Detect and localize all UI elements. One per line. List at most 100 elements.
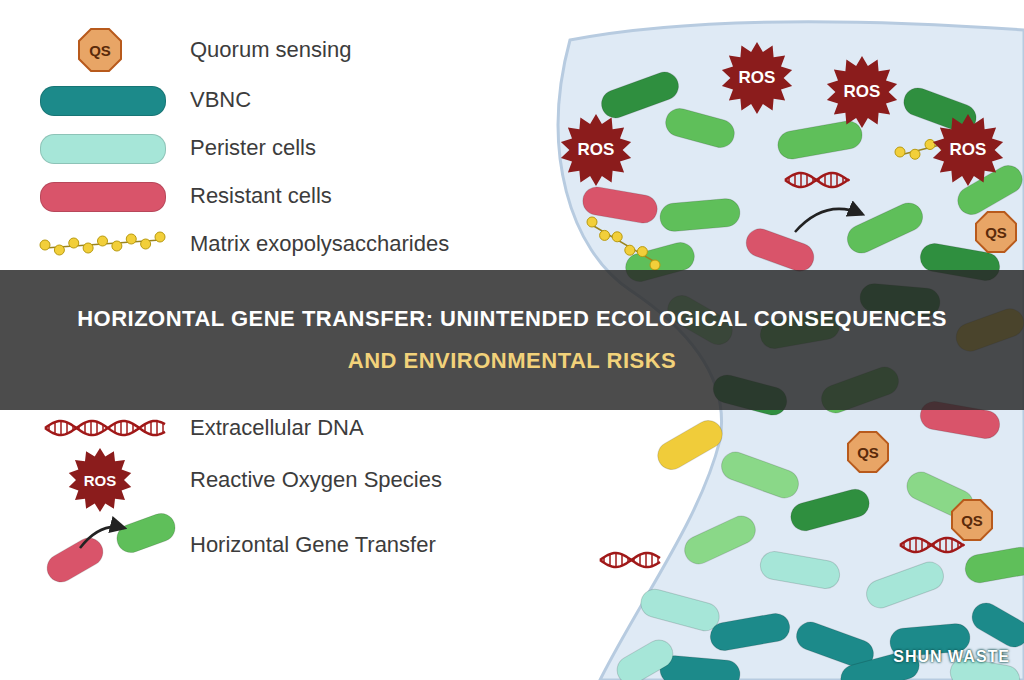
polysaccharide-bead <box>650 260 660 270</box>
dna-rung <box>96 422 98 434</box>
dna-rung <box>126 421 128 434</box>
qs-octagon: QS <box>951 499 993 541</box>
polysaccharide-bead <box>925 140 935 150</box>
polysaccharide-bead <box>612 232 622 242</box>
node-text: ROS <box>739 68 776 88</box>
octagon-shape <box>952 500 992 540</box>
dna-rung <box>836 174 838 186</box>
bacterial-cell <box>42 533 108 587</box>
bacterial-cell <box>967 598 1024 652</box>
ros-starburst: ROS <box>721 42 793 114</box>
bacterial-cell <box>612 635 678 680</box>
polysaccharide-bead <box>54 245 64 255</box>
dna-rung <box>66 422 68 433</box>
legend-transfer-arrow <box>80 527 124 548</box>
octagon-shape <box>976 212 1016 252</box>
legend-text: Extracellular DNA <box>190 415 364 441</box>
dna-rung <box>800 173 802 187</box>
bacterial-cell <box>718 448 803 502</box>
polysaccharide-bead <box>625 245 635 255</box>
dna-rung <box>909 539 911 551</box>
bacterial-cell <box>742 225 817 275</box>
octagon-shape <box>848 432 888 472</box>
legend-text: Horizontal Gene Transfer <box>190 532 436 558</box>
polysaccharide-bead <box>126 234 136 244</box>
polysaccharide-bead <box>637 247 647 257</box>
polysaccharide-bead <box>112 241 122 251</box>
dna-strand <box>45 421 165 435</box>
dna-rung <box>615 553 617 567</box>
bead-link <box>592 225 655 262</box>
legend-swatch <box>40 182 166 212</box>
title-banner: HORIZONTAL GENE TRANSFER: UNINTENDED ECO… <box>0 270 1024 410</box>
legend-qs-octagon <box>79 29 121 71</box>
dna-rung <box>951 539 953 551</box>
dna-rung <box>54 422 56 434</box>
legend-text: Perister cells <box>190 135 316 161</box>
dna-rung <box>609 554 611 566</box>
polysaccharide-bead <box>895 147 905 157</box>
qs-octagon: QS <box>975 211 1017 253</box>
dna-strand <box>45 421 165 435</box>
polysaccharide-bead <box>600 230 610 240</box>
starburst-shape <box>933 114 1003 186</box>
ros-starburst: ROS <box>826 56 898 128</box>
bacterial-cell <box>113 510 179 557</box>
dna-rung <box>156 421 158 435</box>
bacterial-cell <box>659 198 741 233</box>
legend-text: Matrix exopolysaccharides <box>190 231 449 257</box>
legend-swatch <box>40 134 166 164</box>
node-text: ROS <box>950 140 987 160</box>
starburst-shape <box>827 56 897 128</box>
ros-starburst: ROS <box>560 114 632 186</box>
bacterial-cell <box>663 105 738 150</box>
icon-label: ROS <box>84 472 117 489</box>
node-text: QS <box>857 444 879 461</box>
polysaccharide-bead <box>69 238 79 248</box>
legend-swatch <box>40 86 166 116</box>
polysaccharide-bead <box>587 217 597 227</box>
transfer-arrow <box>795 209 862 232</box>
bacterial-cell <box>843 198 927 257</box>
node-text: QS <box>961 512 983 529</box>
polysaccharide-bead <box>910 149 920 159</box>
dna-rung <box>60 421 62 435</box>
bacterial-cell <box>680 511 760 568</box>
bacterial-cell <box>788 486 873 534</box>
dna-rung <box>806 174 808 185</box>
dna-strand <box>785 173 849 187</box>
dna-strand <box>600 553 660 567</box>
bacterial-cell <box>776 119 865 161</box>
dna-strand <box>900 538 964 552</box>
dna-rung <box>150 422 152 435</box>
bacterial-cell <box>708 611 792 652</box>
dna-rung <box>621 554 623 565</box>
legend-text: Quorum sensing <box>190 37 351 63</box>
node-text: QS <box>985 224 1007 241</box>
bacterial-cell <box>638 586 723 634</box>
subtitle: AND ENVIRONMENTAL RISKS <box>348 348 676 374</box>
title: HORIZONTAL GENE TRANSFER: UNINTENDED ECO… <box>77 306 947 332</box>
dna-rung <box>915 538 917 552</box>
starburst-shape <box>722 42 792 114</box>
watermark: SHUN WASTE <box>893 648 1010 666</box>
starburst-shape <box>561 114 631 186</box>
dna-rung <box>921 539 923 550</box>
dna-rung <box>794 174 796 186</box>
dna-rung <box>651 554 653 566</box>
dna-strand <box>600 553 660 567</box>
dna-rung <box>120 421 122 435</box>
dna-strand <box>900 538 964 552</box>
bacterial-cell <box>963 545 1024 585</box>
polysaccharide-bead <box>40 240 50 250</box>
dna-rung <box>830 173 832 187</box>
dna-rung <box>645 553 647 567</box>
qs-octagon: QS <box>847 431 889 473</box>
polysaccharide-bead <box>141 239 151 249</box>
icon-label: QS <box>89 42 111 59</box>
legend-text: Resistant cells <box>190 183 332 209</box>
polysaccharide-bead <box>98 236 108 246</box>
node-text: ROS <box>578 140 615 160</box>
legend-text: VBNC <box>190 87 251 113</box>
dna-rung <box>90 421 92 435</box>
